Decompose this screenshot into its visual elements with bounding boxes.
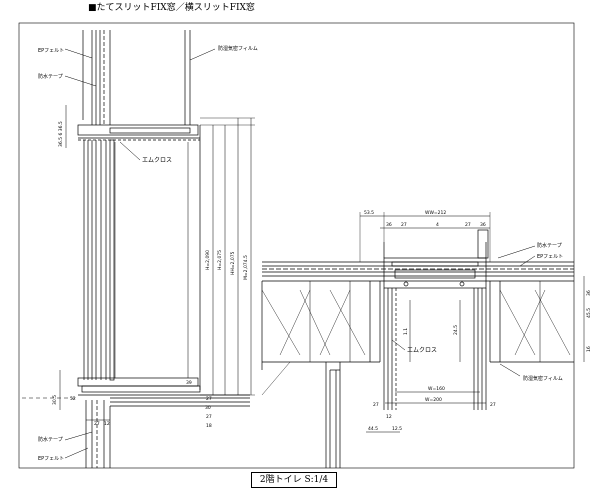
dim-w-outer: W=200 [425,397,442,403]
callout-felt-plan: EPフェルト [537,254,563,260]
dim-27a: 27 [373,402,379,408]
dim-bot-a: 44.5 [368,426,378,432]
dim-r2: 16 [586,346,592,352]
dim-b5: 30 [205,405,211,411]
dim-c1: 36 [386,222,392,228]
dim-mid-right: 24.5 [453,325,459,335]
dim-b1: 30.5 [52,395,58,405]
sheet-border [18,22,575,469]
dim-r3: 36 [586,290,592,296]
dim-left-top: 53.5 [364,210,374,216]
dim-b3: 39 [186,380,192,386]
dim-b6: 27 [94,421,100,427]
callout-moisture-film: 防湿気密フィルム [218,45,258,52]
dim-c3: 4 [436,222,439,228]
dim-b8: 27 [206,414,212,420]
callout-cloth-plan: エムクロス [407,347,437,354]
callout-cloth: エムクロス [142,157,172,164]
dim-h-opening: H=2,090 [205,250,211,270]
dim-r1: 45.5 [586,308,592,318]
dim-b4: 27 [206,396,212,402]
dim-b9: 18 [206,423,212,429]
horizontal-section [261,212,585,468]
callout-tape-bottom: 防水テープ [38,436,63,443]
callout-felt-top: EPフェルト [38,48,64,54]
dim-c4: 27 [465,222,471,228]
dim-overall: M=2,074.5 [243,255,249,280]
callout-tape-top: 防水テープ [38,73,63,80]
callout-felt-bottom: EPフェルト [38,456,64,462]
dim-c2: 27 [401,222,407,228]
dim-b2: 52 [70,396,76,402]
dim-12: 12 [386,414,392,420]
dim-27b: 27 [490,402,496,408]
vertical-section [18,22,575,469]
dim-c5: 36 [480,222,486,228]
drawing-caption: 2階トイレ S:1/4 [251,472,337,488]
drawing-heading: ■たてスリットFIX窓／横スリットFIX窓 [88,3,255,13]
dim-hh: HH=2,075 [230,251,236,275]
dim-top-stack: 36.5 6 36.5 [58,121,64,147]
dim-b7: 12 [104,421,110,427]
callout-film-plan: 防湿気密フィルム [523,375,563,382]
dim-w-inner: W=160 [428,386,445,392]
dim-mid-left: 1.1 [403,328,409,335]
callout-tape-plan: 防水テープ [537,242,562,249]
dim-bot-b: 12.5 [392,426,402,432]
dim-ww: WW=212 [425,210,446,216]
dim-h-frame: H=2,075 [217,250,223,270]
